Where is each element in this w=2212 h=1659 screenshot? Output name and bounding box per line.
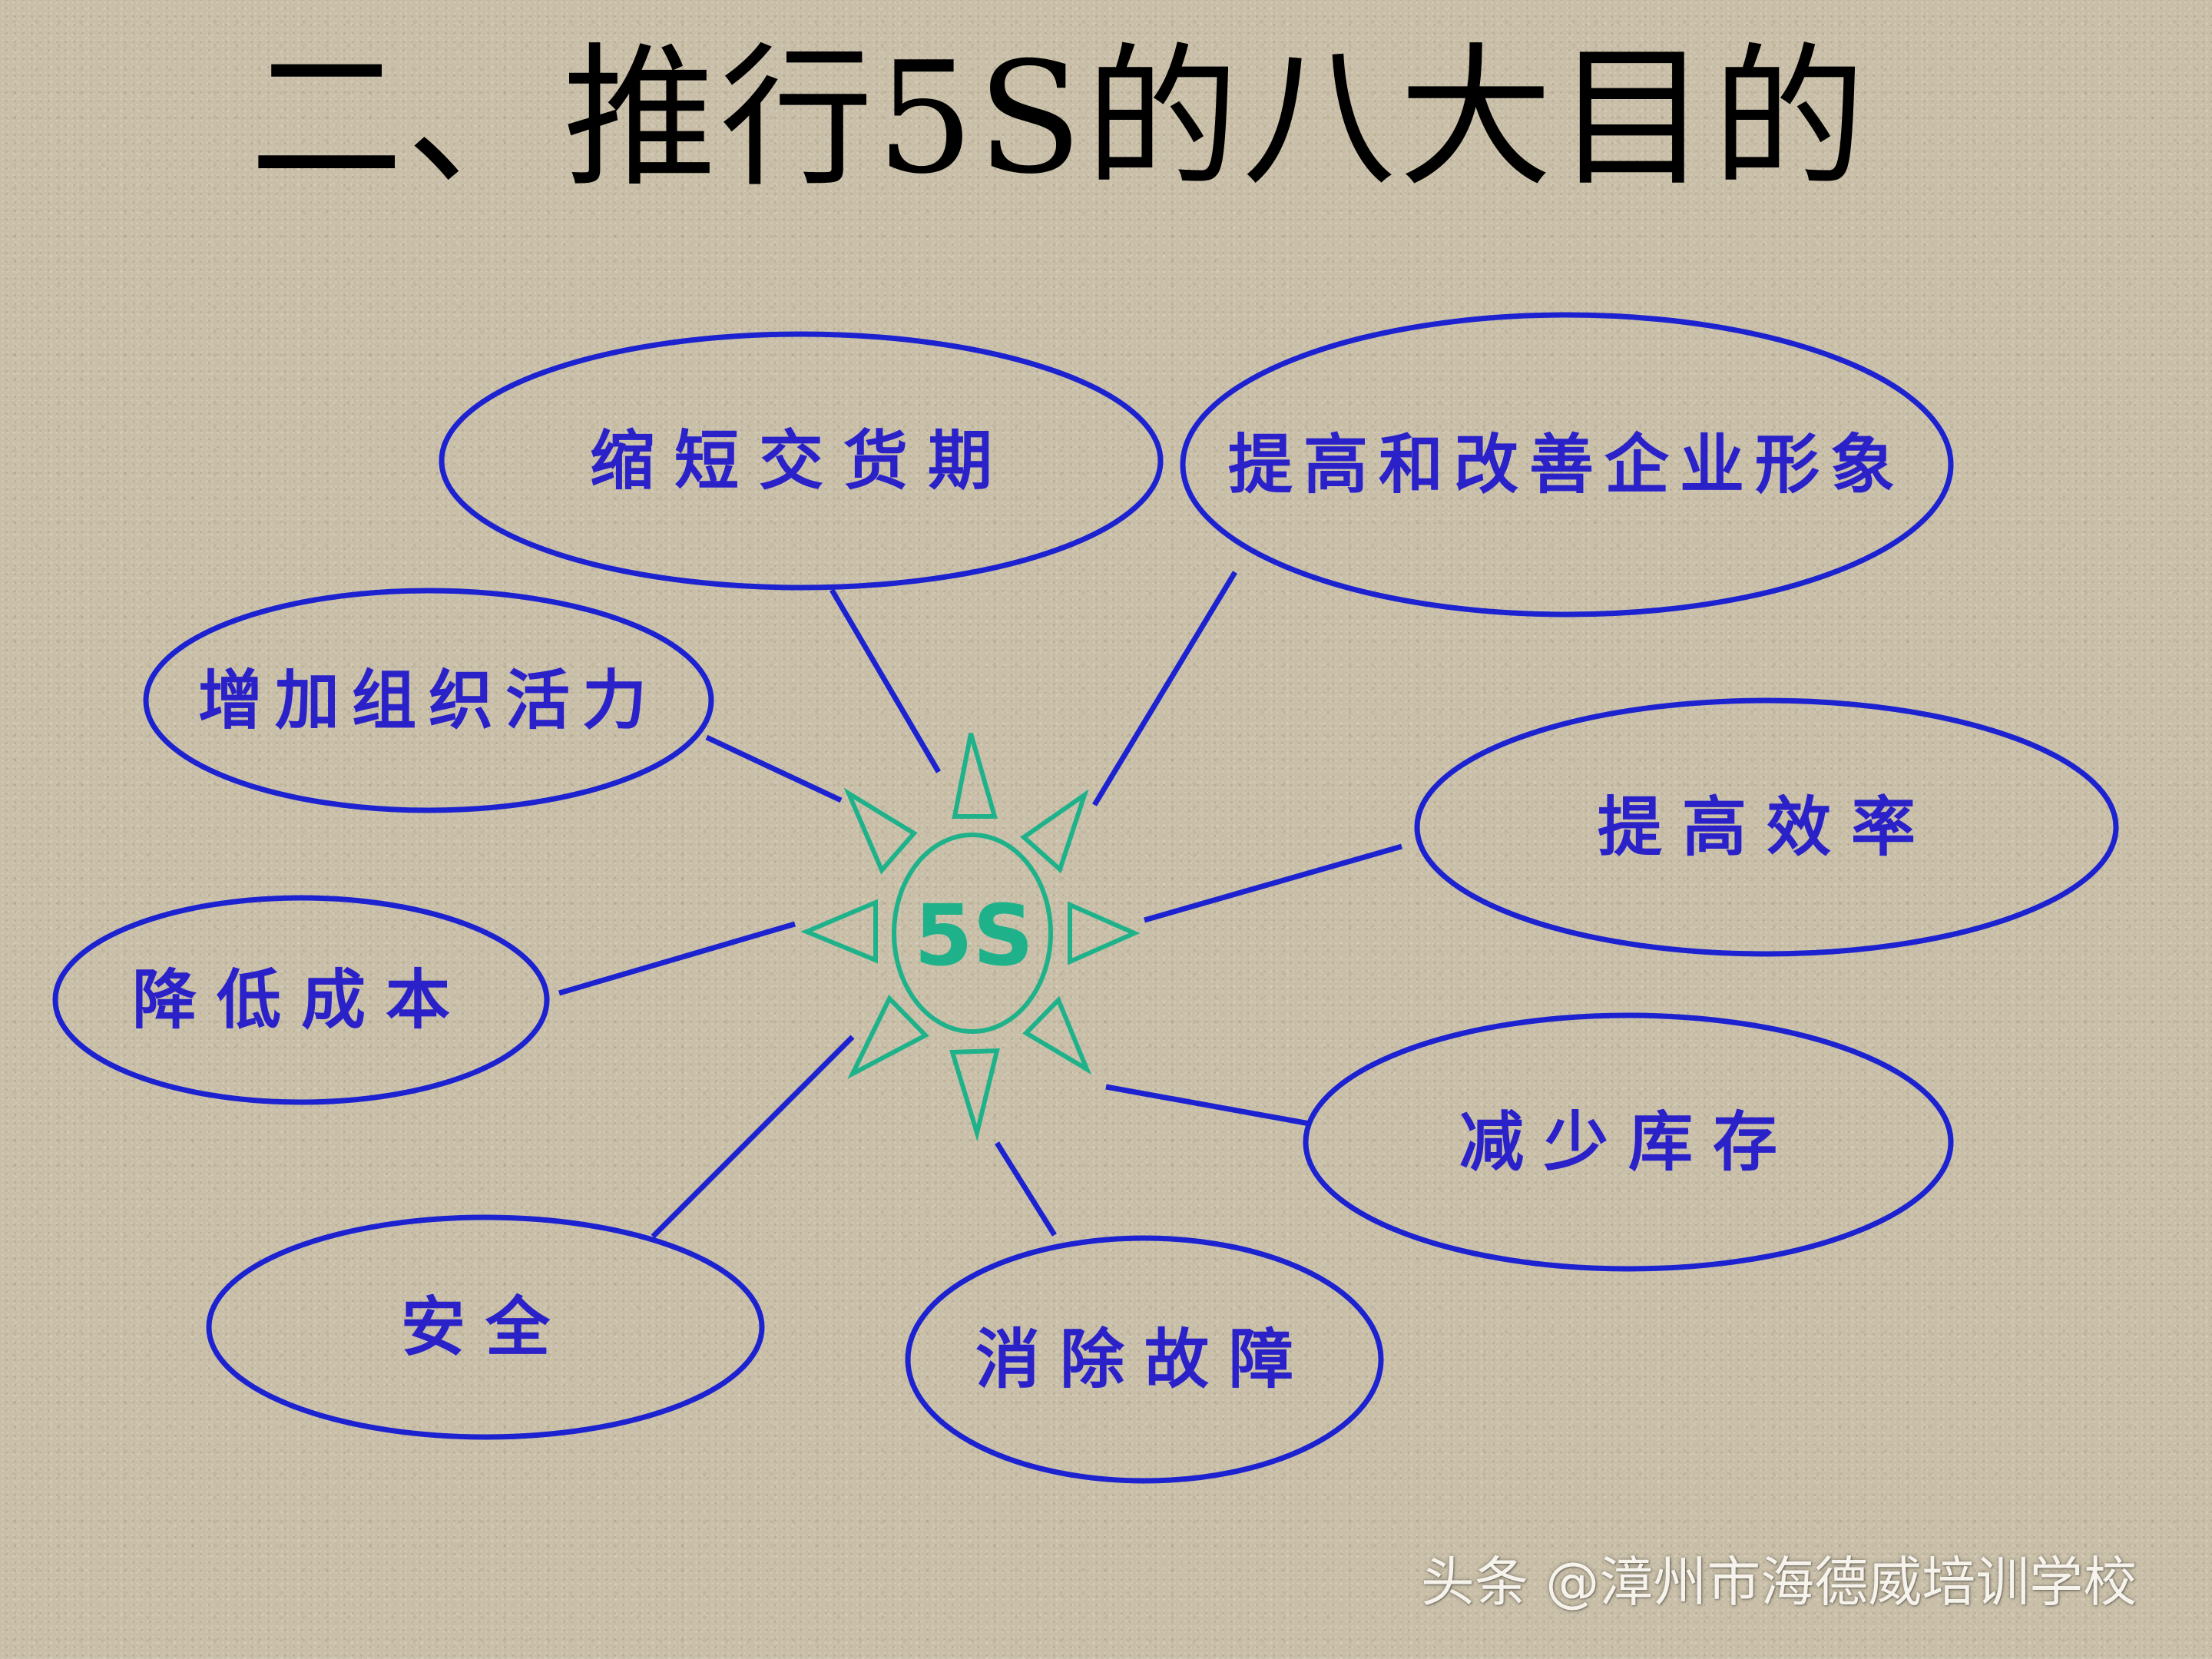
node-ellipse xyxy=(905,1235,1384,1484)
connector-reduce-inventory xyxy=(1105,1084,1310,1127)
connector-lines xyxy=(558,571,1402,1239)
connector-eliminate-faults xyxy=(995,1141,1057,1237)
connector-shorten-delivery xyxy=(829,588,942,773)
node-ellipse xyxy=(52,895,550,1105)
node-label: 提高和改善企业形象 xyxy=(1228,427,1906,502)
connector-improve-image xyxy=(1092,571,1237,806)
connector-safety xyxy=(651,1035,855,1239)
node-label: 增加组织活力 xyxy=(198,663,659,738)
hub-5s-sun: 5S xyxy=(800,733,1141,1142)
node-reduce-inventory: 减少库存 xyxy=(1303,1012,1954,1272)
node-label: 安全 xyxy=(401,1290,570,1365)
node-label: 消除故障 xyxy=(975,1322,1313,1397)
sun-ray-right xyxy=(1068,901,1141,965)
connector-increase-vitality xyxy=(705,734,843,803)
sun-ray-bottom-left xyxy=(847,994,929,1079)
node-safety: 安全 xyxy=(206,1214,765,1440)
sun-ray-top xyxy=(952,733,998,819)
sun-ray-bottom xyxy=(949,1048,1000,1142)
connector-improve-efficiency xyxy=(1144,843,1402,923)
sun-ray-top-right xyxy=(1020,789,1089,874)
node-reduce-cost: 降低成本 xyxy=(52,895,550,1105)
node-improve-efficiency: 提高效率 xyxy=(1414,697,2119,957)
node-label: 减少库存 xyxy=(1459,1104,1797,1180)
node-shorten-delivery: 缩短交货期 xyxy=(439,331,1164,591)
node-improve-image: 提高和改善企业形象 xyxy=(1180,312,1954,618)
node-ellipse xyxy=(1180,312,1954,618)
hub-label: 5S xyxy=(914,886,1034,985)
hub-ellipse xyxy=(892,833,1053,1034)
sun-ray-top-left xyxy=(843,787,918,875)
node-ellipse xyxy=(206,1214,765,1440)
node-ellipse xyxy=(1303,1012,1954,1272)
node-label: 缩短交货期 xyxy=(590,423,1012,498)
node-increase-vitality: 增加组织活力 xyxy=(143,588,714,813)
connector-reduce-cost xyxy=(558,921,796,996)
node-eliminate-faults: 消除故障 xyxy=(905,1235,1384,1484)
node-ellipse xyxy=(1414,697,2119,957)
sun-ray-left xyxy=(800,899,878,964)
watermark-text: 头条 @漳州市海德威培训学校 xyxy=(1421,1551,2137,1614)
node-ellipse xyxy=(439,331,1164,591)
slide-title: 二、推行5S的八大目的 xyxy=(250,29,1869,208)
node-ellipse xyxy=(143,588,714,813)
node-label: 降低成本 xyxy=(132,962,470,1038)
sun-ray-bottom-right xyxy=(1022,995,1092,1075)
node-label: 提高效率 xyxy=(1598,790,1936,865)
